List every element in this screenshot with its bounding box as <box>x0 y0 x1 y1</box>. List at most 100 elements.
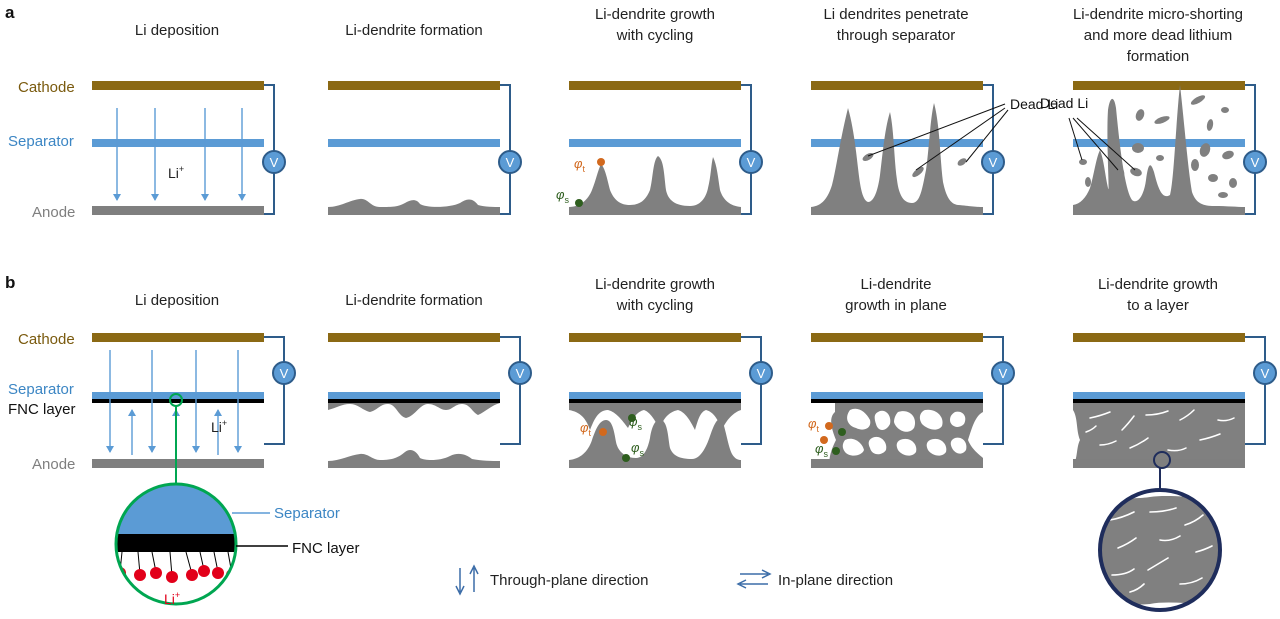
a-cell-5: Dead Li <box>1040 81 1256 215</box>
phi-s-dot-2 <box>832 447 840 455</box>
bottom-dendrites <box>569 418 741 468</box>
anode-with-bumps <box>328 450 500 468</box>
cathode <box>92 81 264 90</box>
wire <box>264 84 275 215</box>
voltmeter-a1: V <box>262 150 286 174</box>
a-title-4-line2: through separator <box>837 27 955 44</box>
dead-li-label-a4: Dead Li <box>1010 96 1058 112</box>
a-title-4-line1: Li dendrites penetrate <box>823 6 968 23</box>
voltmeter-a2: V <box>498 150 522 174</box>
separator <box>92 392 264 399</box>
separator <box>328 139 500 147</box>
fnc-layer <box>1073 399 1245 403</box>
svg-text:V: V <box>516 366 525 381</box>
cathode <box>92 333 264 342</box>
separator <box>569 392 741 399</box>
voltmeter-b5: V <box>1253 361 1277 385</box>
zoom-li-label: Li+ <box>164 590 180 607</box>
wire <box>983 84 994 215</box>
b-title-4-line1: Li-dendrite <box>861 276 932 293</box>
dendrites <box>569 156 741 215</box>
phi-s-label: φs <box>556 187 569 205</box>
svg-text:V: V <box>506 155 515 170</box>
dead-li-fragments <box>862 153 967 178</box>
phi-s-label: φs <box>815 441 828 459</box>
separator <box>1073 139 1245 147</box>
cathode <box>569 333 741 342</box>
phi-t-dot <box>599 428 607 436</box>
zoom-spot-circle <box>1153 451 1171 469</box>
a-title-5-line1: Li-dendrite micro-shorting <box>1073 6 1243 23</box>
b-cell-4: φt φs <box>808 333 1004 468</box>
b-fnc-label: FNC layer <box>8 401 76 418</box>
cathode <box>1073 333 1245 342</box>
dendrites <box>811 103 983 215</box>
voltmeter-b4: V <box>991 361 1015 385</box>
b-cell-5 <box>1073 333 1266 490</box>
a-separator-label: Separator <box>8 133 74 150</box>
dendrite-layer <box>1073 403 1245 466</box>
a-anode-label: Anode <box>32 204 75 221</box>
wire <box>264 336 285 445</box>
cathode <box>328 333 500 342</box>
b-title-5-line1: Li-dendrite growth <box>1098 276 1218 293</box>
fnc-layer <box>569 399 741 403</box>
separator <box>328 392 500 399</box>
cathode <box>569 81 741 90</box>
b-cell-2 <box>328 333 521 468</box>
wire <box>1245 336 1266 445</box>
a-cell-2 <box>328 81 511 215</box>
wire <box>741 336 762 445</box>
pores <box>842 408 967 456</box>
cathode <box>811 333 983 342</box>
separator <box>92 139 264 147</box>
panel-b-letter: b <box>5 273 15 292</box>
wire <box>983 336 1004 445</box>
a-cell-1: Li+ <box>92 81 275 215</box>
through-plane-icon <box>455 564 479 596</box>
b-separator-label: Separator <box>8 381 74 398</box>
a-cell-4: Dead Li <box>811 81 1058 215</box>
svg-text:V: V <box>280 366 289 381</box>
fnc-layer <box>811 399 983 403</box>
anode <box>92 459 264 468</box>
separator <box>569 139 741 147</box>
zoom-separator-label: Separator <box>274 505 340 522</box>
through-plane-label: Through-plane direction <box>490 572 648 589</box>
zoom-fnc <box>116 534 236 552</box>
a-title-5-line2: and more dead lithium <box>1084 27 1232 44</box>
phi-s-dot <box>838 428 846 436</box>
a-cell-3: φt φs <box>556 81 752 215</box>
top-dendrites <box>569 399 741 430</box>
navy-ring <box>1098 488 1222 612</box>
anode <box>811 459 983 468</box>
zoom-inset-fnc: Li+ Separator FNC layer <box>114 482 360 607</box>
anode-with-bumps <box>328 198 500 215</box>
separator <box>811 392 983 399</box>
dendrites-shorting <box>1073 85 1245 215</box>
dead-li-pointers <box>1068 117 1136 171</box>
voltmeter-a4: V <box>981 150 1005 174</box>
a-title-1: Li deposition <box>135 22 219 39</box>
a-cathode-label: Cathode <box>18 79 75 96</box>
dead-li-label-a5: Dead Li <box>1040 95 1088 111</box>
cathode <box>328 81 500 90</box>
cathode <box>811 81 983 90</box>
zoom-fnc-label: FNC layer <box>292 540 360 557</box>
a-title-3-line2: with cycling <box>616 27 694 44</box>
phi-s-dot-bottom <box>622 454 630 462</box>
voltmeters: V V V V V V V V V V <box>262 150 1277 385</box>
voltmeter-b3: V <box>749 361 773 385</box>
svg-text:V: V <box>1261 366 1270 381</box>
phi-s-label-bottom: φs <box>631 440 644 458</box>
in-plane-icon <box>736 569 772 589</box>
fnc-layer <box>328 399 500 403</box>
separator <box>811 139 983 147</box>
wire <box>741 84 752 215</box>
dead-li-fragments <box>1079 95 1237 198</box>
phi-t-dot <box>825 422 833 430</box>
phi-t-dot-2 <box>820 436 828 444</box>
b-anode-label: Anode <box>32 456 75 473</box>
cathode <box>1073 81 1245 90</box>
